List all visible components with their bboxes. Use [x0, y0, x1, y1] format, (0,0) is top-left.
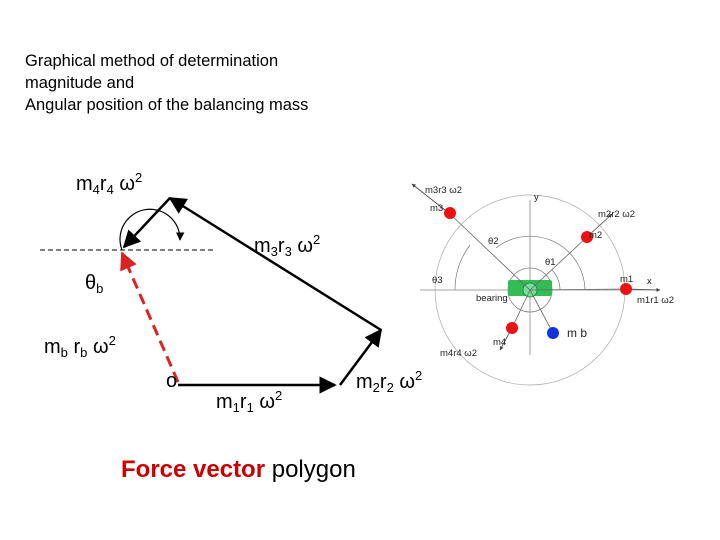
theta3-arc [454, 244, 471, 291]
label-mbrbw2: mb rb ω2 [44, 333, 116, 360]
vector-balancing-mass [120, 251, 180, 383]
radius-m1 [529, 288, 627, 291]
inset-m2r2w2-label: m2r2 ω2 [598, 209, 635, 220]
inset-m4-label: m4 [493, 337, 506, 348]
inset-m2-label: m2 [589, 230, 602, 241]
title-line-1: Graphical method of determination [25, 52, 279, 70]
force-m3-arrow [411, 183, 451, 215]
inset-m1-label: m1 [620, 274, 633, 285]
theta2-arc [495, 235, 586, 291]
title-line-2: magnitude and [25, 74, 135, 92]
mass-positions-inset: y x bearing θ2 θ1 θ3 m3r3 ω2 m3 m2r2 ω2 … [411, 183, 674, 386]
inset-m4r4w2-label: m4r4 ω2 [440, 348, 477, 359]
label-m1r1w2: m1r1 ω2 [216, 388, 283, 415]
inset-theta2-label: θ2 [488, 236, 499, 247]
radius-m2 [529, 236, 588, 291]
caption-rest: polygon [265, 456, 356, 483]
label-m4r4w2: m4r4 ω2 [76, 170, 143, 197]
theta-b-arc [119, 208, 185, 251]
inset-m3r3w2-label: m3r3 ω2 [425, 185, 462, 196]
title-line-3: Angular position of the balancing mass [25, 96, 309, 114]
theta1-arc [551, 269, 561, 291]
inset-m3-label: m3 [430, 203, 443, 214]
inset-m1r1w2-label: m1r1 ω2 [637, 295, 674, 306]
label-m3r3w2: m3r3 ω2 [254, 232, 321, 259]
diagram-title: Graphical method of determination magnit… [25, 50, 308, 116]
radius-m4 [511, 289, 531, 329]
vector-m3r3w2 [168, 196, 382, 332]
label-origin: o [166, 370, 178, 392]
mass-mb [547, 327, 559, 339]
mass-m1 [620, 283, 632, 295]
mass-m3 [444, 207, 456, 219]
inset-bearing-label: bearing [476, 293, 508, 304]
caption-keyword: Force vector [121, 456, 266, 483]
inset-mb-label: m b [567, 326, 587, 340]
inset-x-label: x [647, 276, 652, 287]
label-m2r2w2: m2r2 ω2 [356, 368, 423, 395]
radius-mb [529, 289, 554, 334]
vector-m2r2w2 [338, 328, 383, 386]
label-theta-b: θb [85, 272, 104, 296]
inset-y-label: y [534, 192, 539, 203]
mass-m2 [581, 231, 593, 243]
mass-m4 [506, 322, 518, 334]
inset-theta1-label: θ1 [545, 257, 556, 268]
caption: Force vector polygon [121, 456, 356, 484]
inset-theta3-label: θ3 [432, 275, 443, 286]
radius-m3 [449, 213, 531, 291]
vector-m4r4w2 [122, 197, 171, 249]
